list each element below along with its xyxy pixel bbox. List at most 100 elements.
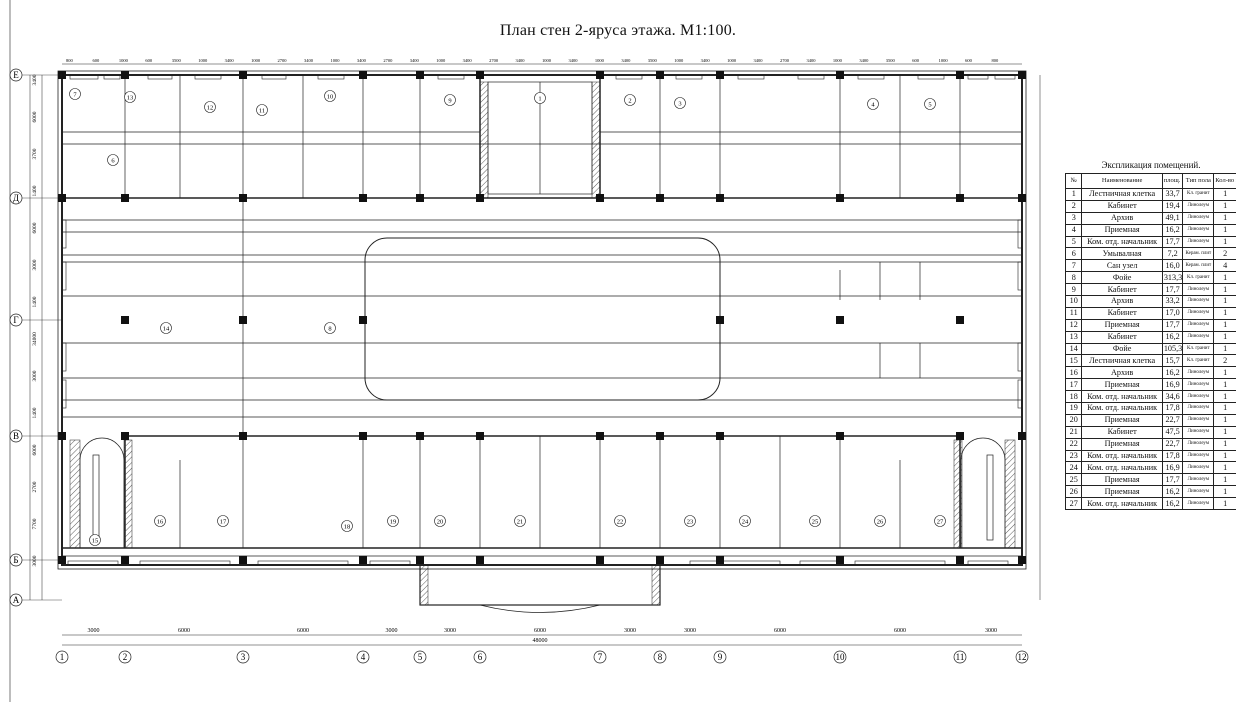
dim-label-left: 7700 <box>32 518 38 529</box>
room-marker-25 <box>809 515 821 527</box>
axis-bubble-4 <box>356 650 370 664</box>
expl-cell: Линолеум <box>1182 199 1215 213</box>
column <box>656 194 664 202</box>
expl-cell: 25 <box>1064 473 1083 487</box>
dim-label-top: 1000 <box>939 58 949 63</box>
expl-cell: Фойе <box>1081 271 1163 285</box>
expl-cell: 26 <box>1064 485 1083 499</box>
axis-bubble-6 <box>473 650 487 664</box>
room-number: 12 <box>207 105 214 112</box>
expl-cell: Приемная <box>1081 413 1163 427</box>
expl-cell: 1 <box>1213 390 1236 404</box>
expl-cell: Приемная <box>1081 437 1163 451</box>
room-number: 2 <box>628 98 631 105</box>
expl-cell: Линолеум <box>1182 235 1215 249</box>
expl-cell: 1 <box>1213 188 1236 201</box>
dim-total: 48000 <box>533 638 548 644</box>
axis-label-3: 3 <box>241 652 246 662</box>
expl-cell: Фойе <box>1081 342 1163 356</box>
room-marker-6 <box>107 154 119 166</box>
expl-cell: 2 <box>1213 247 1236 261</box>
expl-cell: 17,8 <box>1161 449 1184 463</box>
expl-cell: 17 <box>1064 378 1083 392</box>
dim-label-top: 3400 <box>701 58 711 63</box>
column <box>656 432 664 440</box>
dim-label-top: 600 <box>965 58 973 63</box>
axis-label-4: 4 <box>361 652 366 662</box>
expl-cell: 15 <box>1064 354 1083 368</box>
column <box>656 71 664 79</box>
room-number: 27 <box>937 519 944 526</box>
dim-label-top: 3400 <box>859 58 869 63</box>
expl-cell: 1 <box>1213 295 1236 308</box>
room-marker-15 <box>89 534 101 546</box>
column <box>476 194 484 202</box>
axis-bubble-11 <box>953 650 967 664</box>
expl-cell: Кабинет <box>1081 199 1163 213</box>
room-number: 18 <box>344 524 351 531</box>
dim-label-top: 1000 <box>198 58 208 63</box>
dim-label-top: 3400 <box>304 58 314 63</box>
axis-bubble-10 <box>833 650 847 664</box>
expl-cell: 1 <box>1213 342 1236 356</box>
expl-header-cell: Кол-во шт <box>1213 173 1236 189</box>
expl-cell: Керам. плит <box>1182 259 1215 273</box>
expl-cell: 24 <box>1064 461 1083 475</box>
expl-cell: 6 <box>1064 247 1083 261</box>
expl-cell: Кабинет <box>1081 425 1163 439</box>
expl-cell: Умывалная <box>1081 247 1163 261</box>
room-marker-22 <box>614 515 626 527</box>
expl-cell: 33,2 <box>1161 295 1184 308</box>
expl-cell: 19,4 <box>1161 199 1184 213</box>
column <box>476 556 484 564</box>
column <box>1018 556 1026 564</box>
column <box>956 194 964 202</box>
drawing-title: План стен 2-яруса этажа. М1:100. <box>499 22 737 39</box>
expl-cell: 1 <box>1213 366 1236 380</box>
expl-cell: 17,0 <box>1161 306 1184 320</box>
explication-title: Экспликация помещений. <box>1101 160 1201 170</box>
column <box>359 316 367 324</box>
expl-cell: 17,7 <box>1161 283 1184 297</box>
column <box>716 432 724 440</box>
dim-label-top: 2700 <box>278 58 288 63</box>
expl-cell: Архив <box>1081 295 1163 308</box>
room-number: 24 <box>742 519 749 526</box>
dim-label: 6000 <box>894 628 906 634</box>
dim-label-left: 2700 <box>32 481 38 492</box>
dim-label-top: 3500 <box>172 58 182 63</box>
expl-cell: Линолеум <box>1182 497 1215 511</box>
column <box>416 432 424 440</box>
dim-label: 3000 <box>88 628 100 634</box>
expl-cell: 5 <box>1064 235 1083 249</box>
dim-label-left: 1400 <box>32 296 38 307</box>
expl-cell: 17,7 <box>1161 318 1184 332</box>
axis-label-10: 10 <box>836 652 846 662</box>
column <box>121 194 129 202</box>
expl-cell: 20 <box>1064 413 1083 427</box>
expl-cell: Линолеум <box>1182 283 1215 297</box>
room-number: 19 <box>390 519 397 526</box>
expl-cell: 27 <box>1064 497 1083 511</box>
column <box>716 316 724 324</box>
expl-cell: 105,3 <box>1161 342 1184 356</box>
room-marker-13 <box>124 91 136 103</box>
dim-label: 3000 <box>624 628 636 634</box>
expl-header-cell: площ. м² <box>1161 173 1184 189</box>
column <box>1018 71 1026 79</box>
room-marker-5 <box>924 98 936 110</box>
room-marker-16 <box>154 515 166 527</box>
column <box>239 71 247 79</box>
expl-cell: 7,2 <box>1161 247 1184 261</box>
expl-cell: Линолеум <box>1182 211 1215 225</box>
dim-label-top: 1000 <box>674 58 684 63</box>
axis-label-7: 7 <box>598 652 603 662</box>
